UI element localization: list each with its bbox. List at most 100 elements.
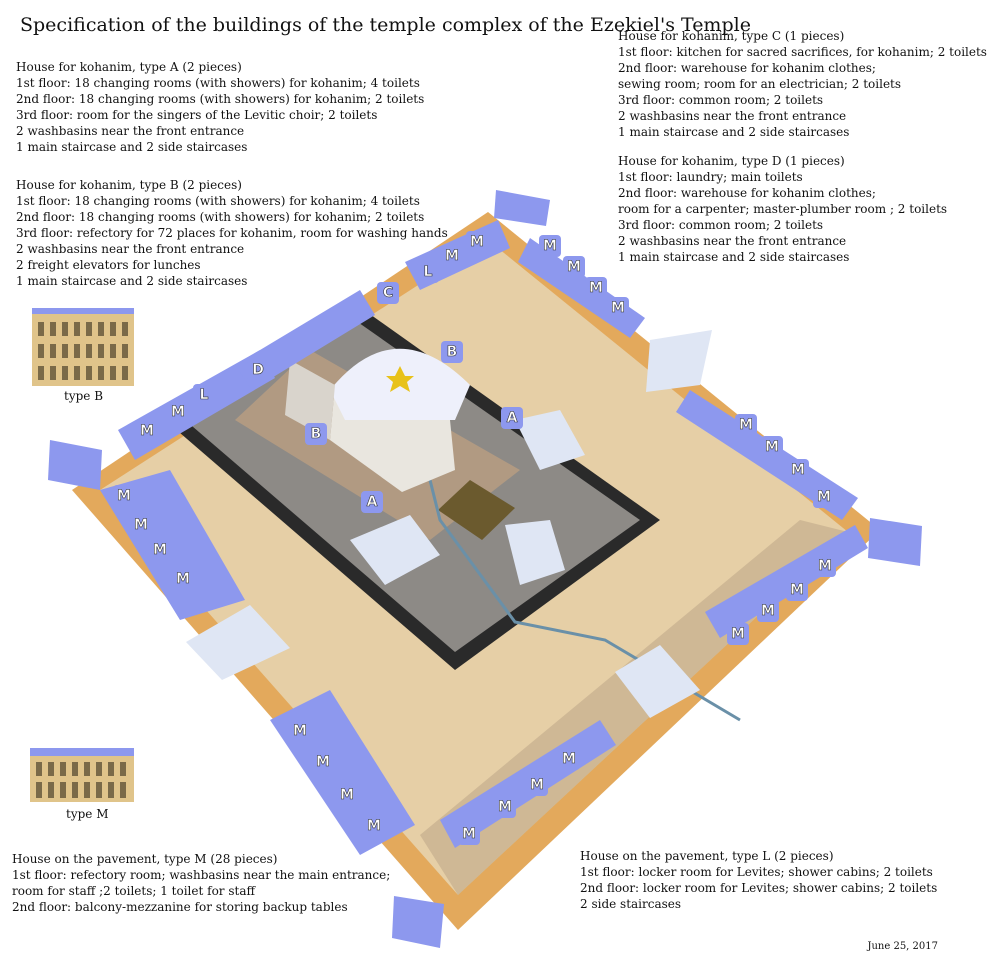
- house-m-heading: House on the pavement, type M (28 pieces…: [12, 852, 278, 866]
- label-m-bg: [172, 568, 194, 590]
- temple-side: [285, 360, 335, 440]
- gatehouse-inner-1: [350, 515, 440, 585]
- label-m: M: [140, 423, 154, 439]
- label-m: M: [818, 558, 832, 574]
- type-m-thumbnail: [30, 748, 134, 802]
- label-m-bg: [466, 231, 488, 253]
- label-m: M: [316, 754, 330, 770]
- house-c-line: 3rd floor: common room; 2 toilets: [618, 93, 824, 107]
- house-d-line: 1 main staircase and 2 side staircases: [618, 250, 850, 264]
- house-d-heading: House for kohanim, type D (1 pieces): [618, 154, 845, 168]
- corner-building-right: [868, 518, 922, 566]
- house-d-line: 3rd floor: common room; 2 toilets: [618, 218, 824, 232]
- house-d-line: 1st floor: laundry; main toilets: [618, 170, 803, 184]
- label-m: M: [153, 542, 167, 558]
- label-d: D: [252, 362, 264, 378]
- label-m: M: [765, 439, 779, 455]
- label-d-bg: [247, 359, 269, 381]
- altar: [438, 480, 515, 540]
- type-b-caption: type B: [64, 389, 104, 403]
- label-m: M: [761, 603, 775, 619]
- label-m: M: [589, 280, 603, 296]
- label-a: A: [367, 494, 378, 510]
- house-m-line: 1st floor: refectory room; washbasins ne…: [12, 868, 391, 882]
- house-l-line: 1st floor: locker room for Levites; show…: [580, 865, 933, 879]
- label-b-bg: [441, 341, 463, 363]
- house-l-line: 2nd floor: locker room for Levites; show…: [580, 881, 938, 895]
- label-m-bg: [539, 235, 561, 257]
- house-a-line: 2 washbasins near the front entrance: [16, 124, 245, 138]
- label-m: M: [293, 723, 307, 739]
- house-d-spec: House for kohanim, type D (1 pieces) 1st…: [618, 153, 947, 265]
- label-m-bg: [458, 823, 480, 845]
- house-a-line: 2nd floor: 18 changing rooms (with showe…: [16, 92, 425, 106]
- label-m: M: [611, 300, 625, 316]
- house-d-line: 2 washbasins near the front entrance: [618, 234, 847, 248]
- page-title: Specification of the buildings of the te…: [20, 14, 751, 36]
- label-b-bg: [305, 423, 327, 445]
- label-m: M: [790, 582, 804, 598]
- label-m-bg: [813, 486, 835, 508]
- house-c-spec: House for kohanim, type C (1 pieces) 1st…: [618, 28, 987, 140]
- label-l: L: [200, 387, 209, 403]
- label-m-bg: [336, 784, 358, 806]
- house-d-line: 2nd floor: warehouse for kohanim clothes…: [618, 186, 876, 200]
- label-m-bg: [363, 815, 385, 837]
- house-c-line: 1 main staircase and 2 side staircases: [618, 125, 850, 139]
- house-a-spec: House for kohanim, type A (2 pieces) 1st…: [16, 59, 424, 155]
- label-m: M: [817, 489, 831, 505]
- label-m-bg: [814, 555, 836, 577]
- label-m-bg: [563, 256, 585, 278]
- label-a-bg: [361, 491, 383, 513]
- house-c-line: 2nd floor: warehouse for kohanim clothes…: [618, 61, 876, 75]
- row-w: [100, 470, 245, 620]
- label-m-bg: [526, 774, 548, 796]
- label-m-bg: [494, 796, 516, 818]
- house-a-line: 3rd floor: room for the singers of the L…: [16, 108, 378, 122]
- type-m-caption: type M: [66, 807, 109, 821]
- label-m: M: [367, 818, 381, 834]
- gatehouse-se: [615, 645, 700, 718]
- star-of-david-icon: [386, 366, 414, 392]
- label-m-bg: [735, 414, 757, 436]
- label-m-bg: [136, 420, 158, 442]
- label-m-bg: [787, 459, 809, 481]
- house-c-heading: House for kohanim, type C (1 pieces): [618, 29, 845, 43]
- label-m: M: [562, 751, 576, 767]
- label-m-bg: [167, 401, 189, 423]
- house-b-line: 1 main staircase and 2 side staircases: [16, 274, 248, 288]
- label-m: M: [117, 488, 131, 504]
- label-l-bg: [193, 384, 215, 406]
- house-b-line: 2 washbasins near the front entrance: [16, 242, 245, 256]
- label-m-bg: [289, 720, 311, 742]
- label-c-bg: [377, 282, 399, 304]
- label-b: B: [311, 426, 322, 442]
- house-l-spec: House on the pavement, type L (2 pieces)…: [580, 848, 937, 912]
- label-m-bg: [149, 539, 171, 561]
- label-m-bg: [607, 297, 629, 319]
- label-m-bg: [757, 600, 779, 622]
- label-m: M: [171, 404, 185, 420]
- label-m: M: [791, 462, 805, 478]
- corner-building-left: [48, 440, 102, 490]
- gatehouse-inner-2: [505, 520, 565, 585]
- label-l-bg: [417, 261, 439, 283]
- house-a-heading: House for kohanim, type A (2 pieces): [16, 60, 242, 74]
- house-c-line: 1st floor: kitchen for sacred sacrifices…: [618, 45, 987, 59]
- label-m-bg: [727, 623, 749, 645]
- label-a: A: [507, 410, 518, 426]
- label-m: M: [340, 787, 354, 803]
- corner-building-top: [494, 190, 550, 226]
- house-a-line: 1 main staircase and 2 side staircases: [16, 140, 248, 154]
- label-m: M: [498, 799, 512, 815]
- house-d-line: room for a carpenter; master-plumber roo…: [618, 202, 948, 216]
- label-a-bg: [501, 407, 523, 429]
- house-c-line: sewing room; room for an electrician; 2 …: [618, 77, 902, 91]
- house-m-spec: House on the pavement, type M (28 pieces…: [12, 851, 390, 915]
- date-stamp: June 25, 2017: [867, 941, 938, 952]
- label-m-bg: [130, 514, 152, 536]
- house-a-line: 1st floor: 18 changing rooms (with showe…: [16, 76, 420, 90]
- label-m-bg: [786, 579, 808, 601]
